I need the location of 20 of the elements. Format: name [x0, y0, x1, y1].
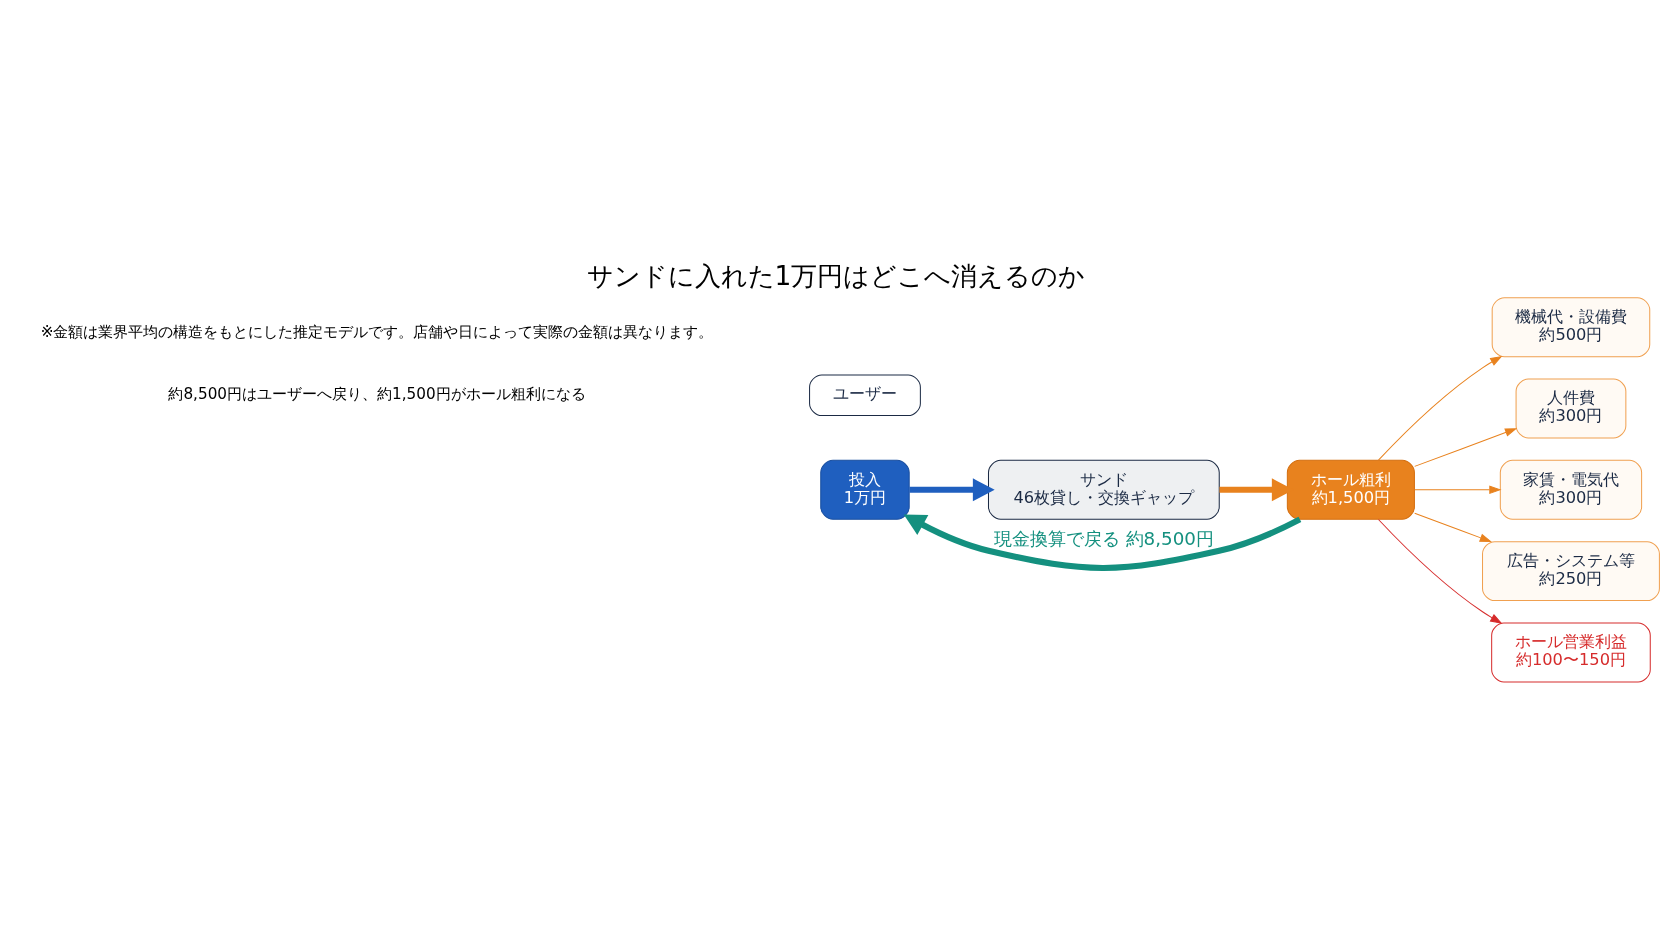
node-box: ユーザー: [809, 373, 921, 416]
node-box: 家賃・電気代 約300円: [1499, 459, 1643, 520]
node-box: サンド 46枚貸し・交換ギャップ: [987, 459, 1220, 520]
node-box: 機械代・設備費 約500円: [1491, 296, 1651, 357]
node-box: 人件費 約300円: [1515, 378, 1627, 438]
node-box: 広告・システム等 約250円: [1482, 540, 1660, 601]
arrow: [1377, 355, 1503, 461]
arrow: [1414, 427, 1518, 467]
label: 約8,500円はユーザーへ戻り、約1,500円がホール粗利になる: [168, 384, 586, 403]
diagram-title: サンドに入れた1万円はどこへ消えるのか: [586, 259, 1086, 291]
edge-label: 現金換算で戻る 約8,500円: [993, 527, 1214, 549]
arrow: [909, 477, 995, 501]
node-box: ホール粗利 約1,500円: [1286, 459, 1415, 520]
arrow: [1414, 485, 1502, 494]
label: ※金額は業界平均の構造をもとにした推定モデルです。店舗や日によって実際の金額は異なります。: [40, 322, 714, 341]
arrow: [903, 513, 1302, 571]
node-box: 投入 1万円: [820, 459, 910, 520]
arrow: [1377, 518, 1503, 624]
arrow: [1414, 512, 1492, 542]
node-box: ホール営業利益 約100〜150円: [1491, 621, 1651, 682]
